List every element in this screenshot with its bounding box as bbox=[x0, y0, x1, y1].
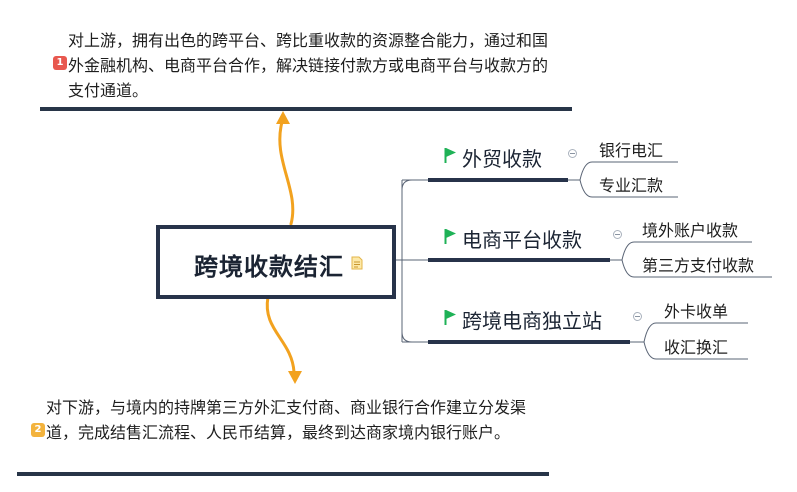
note-badge-2: 2 bbox=[31, 423, 45, 437]
link-branch1-leaves bbox=[568, 161, 678, 198]
downstream-note[interactable]: 对下游，与境内的持牌第三方外汇支付商、商业银行合作建立分发渠道，完成结售汇流程、… bbox=[46, 398, 527, 442]
leaf-card-acquiring[interactable]: 外卡收单 bbox=[664, 302, 729, 321]
leaf-overseas-account[interactable]: 境外账户收款 bbox=[642, 221, 739, 240]
root-topic-title: 跨境收款结汇 bbox=[194, 253, 344, 281]
link-curve-top bbox=[401, 179, 413, 191]
collapse-icon[interactable] bbox=[568, 149, 577, 158]
arrow-to-top-note bbox=[278, 120, 295, 226]
arrowhead-up bbox=[276, 111, 290, 124]
branch-label: 电商平台收款 bbox=[462, 228, 582, 252]
leaf-third-party-payment[interactable]: 第三方支付收款 bbox=[642, 256, 755, 275]
branch-underline-3 bbox=[428, 340, 630, 344]
note-badge-1: 1 bbox=[53, 56, 67, 70]
branch-underline-1 bbox=[428, 178, 568, 182]
arrowhead-down bbox=[288, 371, 302, 384]
arrow-to-bottom-note bbox=[265, 295, 296, 374]
link-branch2-leaves bbox=[610, 241, 772, 278]
green-flag-icon bbox=[444, 148, 456, 163]
document-note-icon[interactable] bbox=[351, 256, 363, 270]
upstream-note[interactable]: 对上游，拥有出色的跨平台、跨比重收款的资源整合能力，通过和国外金融机构、电商平台… bbox=[68, 31, 549, 100]
leaf-bank-wire[interactable]: 银行电汇 bbox=[599, 141, 664, 160]
bottom-note-rule bbox=[17, 472, 549, 476]
link-branch3-leaves bbox=[630, 322, 748, 360]
branch-underline-2 bbox=[428, 258, 610, 262]
branch-label: 跨境电商独立站 bbox=[462, 309, 602, 333]
collapse-icon[interactable] bbox=[613, 230, 622, 239]
leaf-fx-conversion[interactable]: 收汇换汇 bbox=[664, 338, 729, 357]
collapse-icon[interactable] bbox=[633, 312, 642, 321]
leaf-professional-remittance[interactable]: 专业汇款 bbox=[599, 176, 664, 195]
link-curve-bottom bbox=[401, 331, 413, 343]
branch-label: 外贸收款 bbox=[462, 147, 542, 171]
link-root-branches bbox=[392, 179, 428, 343]
root-topic[interactable]: 跨境收款结汇 bbox=[156, 225, 396, 299]
top-note-rule bbox=[40, 107, 572, 111]
green-flag-icon bbox=[444, 310, 456, 325]
green-flag-icon bbox=[444, 229, 456, 244]
